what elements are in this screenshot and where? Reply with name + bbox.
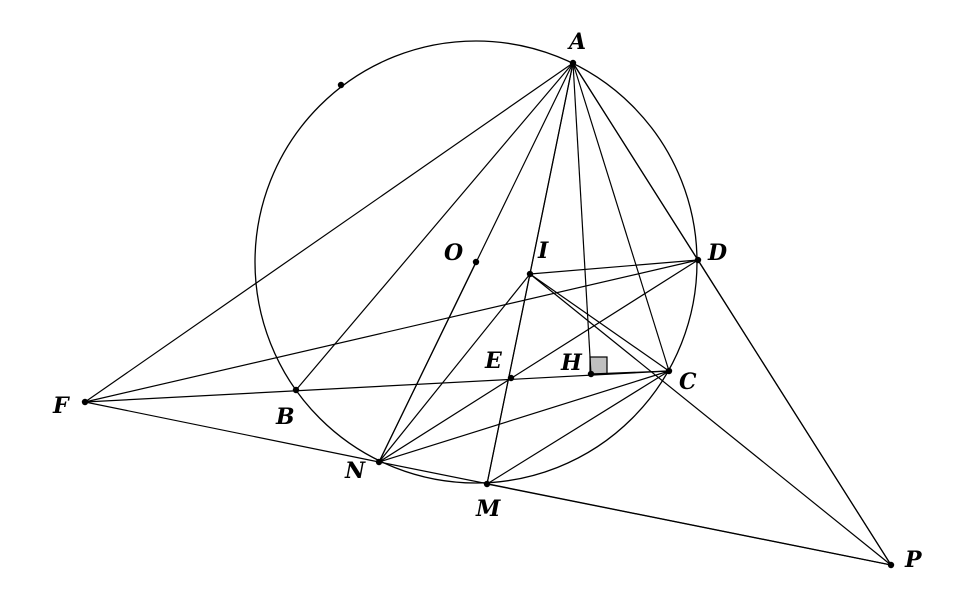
label-P: P [904, 547, 923, 573]
segment-AH [572, 62, 592, 375]
point-labels: A O I D E H C F B N M P [52, 29, 923, 573]
points [81, 59, 895, 569]
point-P [887, 561, 895, 569]
point-C [665, 367, 673, 375]
segment-AF [84, 62, 574, 403]
label-F: F [52, 393, 70, 419]
segment-ND [378, 259, 699, 463]
segment-AB [295, 62, 574, 391]
point-M [483, 480, 491, 488]
label-N: N [344, 458, 366, 484]
label-I: I [537, 238, 549, 264]
segment-FN [84, 401, 380, 463]
segment-IP [529, 273, 892, 566]
label-A: A [567, 29, 586, 55]
segment-FC [84, 370, 670, 403]
point-D [694, 256, 702, 264]
point-E [507, 374, 515, 382]
label-H: H [560, 350, 583, 376]
segment-DP [697, 259, 892, 566]
point-A [569, 59, 577, 67]
point-B [292, 386, 300, 394]
segment-MC [486, 370, 670, 485]
point-N [375, 458, 383, 466]
segment-FD [84, 259, 699, 403]
segment-ON [378, 261, 477, 463]
segments [84, 62, 892, 566]
label-B: B [275, 404, 295, 430]
segment-IC [529, 273, 670, 372]
label-C: C [679, 369, 697, 395]
segment-NI [378, 273, 531, 463]
point-F [81, 398, 89, 406]
segment-ID [529, 259, 699, 275]
label-O: O [444, 240, 463, 266]
segment-NC [378, 370, 670, 463]
point-I [526, 270, 534, 278]
segment-HC [590, 370, 670, 375]
point-unlabeled-1 [337, 81, 345, 89]
label-E: E [484, 348, 503, 374]
label-M: M [475, 496, 501, 522]
point-H [587, 370, 595, 378]
label-D: D [707, 240, 727, 266]
segment-MP [486, 483, 892, 566]
point-O [472, 258, 480, 266]
segment-AC [572, 62, 670, 372]
